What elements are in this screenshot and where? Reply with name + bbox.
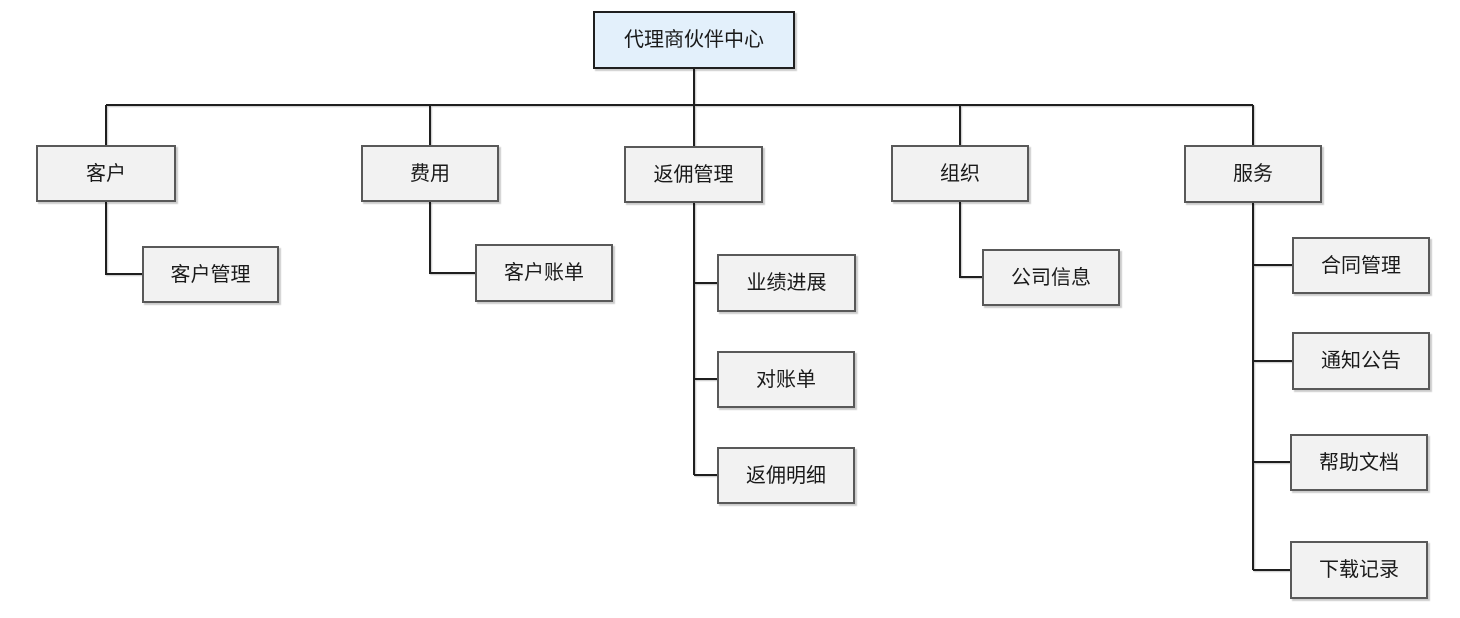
node-fees-label: 费用 <box>410 162 450 185</box>
node-root-label: 代理商伙伴中心 <box>624 29 764 51</box>
node-organization: 组织 <box>891 145 1029 202</box>
node-customer-management-label: 客户管理 <box>170 263 251 286</box>
node-download-records-label: 下载记录 <box>1319 559 1399 581</box>
node-help-docs-label: 帮助文档 <box>1319 451 1399 474</box>
node-fees: 费用 <box>361 145 499 202</box>
node-root: 代理商伙伴中心 <box>593 11 795 69</box>
node-download-records: 下载记录 <box>1290 541 1428 599</box>
node-customer: 客户 <box>36 145 176 202</box>
node-customer-label: 客户 <box>86 162 126 185</box>
node-rebate-management-label: 返佣管理 <box>653 163 734 186</box>
node-contract-management: 合同管理 <box>1292 237 1430 294</box>
node-performance-progress: 业绩进展 <box>717 254 856 312</box>
node-performance-progress-label: 业绩进展 <box>746 272 827 294</box>
node-customer-bills-label: 客户账单 <box>504 262 584 284</box>
node-statement-label: 对账单 <box>756 368 816 391</box>
node-rebate-details-label: 返佣明细 <box>746 464 826 487</box>
node-notices: 通知公告 <box>1292 332 1430 390</box>
node-statement: 对账单 <box>717 351 855 408</box>
node-contract-management-label: 合同管理 <box>1321 254 1401 277</box>
node-notices-label: 通知公告 <box>1321 350 1401 372</box>
node-help-docs: 帮助文档 <box>1290 434 1428 491</box>
node-customer-bills: 客户账单 <box>475 244 613 302</box>
node-services-label: 服务 <box>1233 163 1273 185</box>
node-organization-label: 组织 <box>940 162 980 185</box>
node-company-info-label: 公司信息 <box>1011 266 1091 289</box>
node-services: 服务 <box>1184 145 1322 203</box>
node-customer-management: 客户管理 <box>142 246 279 303</box>
node-rebate-management: 返佣管理 <box>624 146 763 203</box>
tree-trunk-lines <box>105 69 1254 146</box>
node-rebate-details: 返佣明细 <box>717 447 855 504</box>
node-company-info: 公司信息 <box>982 249 1120 306</box>
